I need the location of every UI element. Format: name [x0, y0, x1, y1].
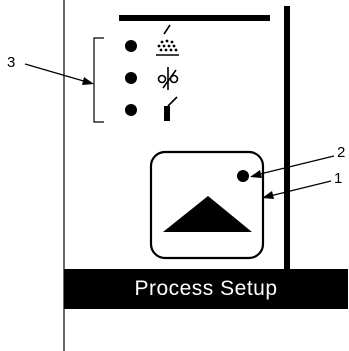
callout-1-arrowhead — [262, 191, 274, 199]
up-arrow-button[interactable] — [149, 150, 265, 260]
callout-2-label: 2 — [337, 144, 345, 161]
callout-2-leader — [255, 155, 335, 176]
right-display-bar — [284, 6, 290, 284]
callout-3-arrowhead — [82, 77, 94, 85]
indicator-led-onoff — [125, 72, 137, 84]
button-indicator-led — [237, 170, 249, 182]
callout-1-label: 1 — [334, 170, 342, 187]
indicator-led-gun — [125, 104, 137, 116]
callout-1-leader — [269, 180, 332, 197]
on-off-symbol-icon — [157, 67, 179, 90]
up-arrow-icon — [163, 196, 252, 232]
process-setup-label: Process Setup — [134, 277, 278, 300]
spray-pattern-icon — [156, 24, 179, 56]
top-display-bar — [119, 15, 270, 21]
callout-2-arrowhead — [250, 170, 262, 178]
callout-3-leader — [24, 63, 88, 83]
indicator-group-bracket — [93, 37, 104, 123]
spray-gun-icon — [164, 96, 178, 121]
indicator-led-spray — [125, 40, 137, 52]
callout-3-label: 3 — [7, 54, 15, 71]
process-setup-bar — [64, 269, 348, 309]
